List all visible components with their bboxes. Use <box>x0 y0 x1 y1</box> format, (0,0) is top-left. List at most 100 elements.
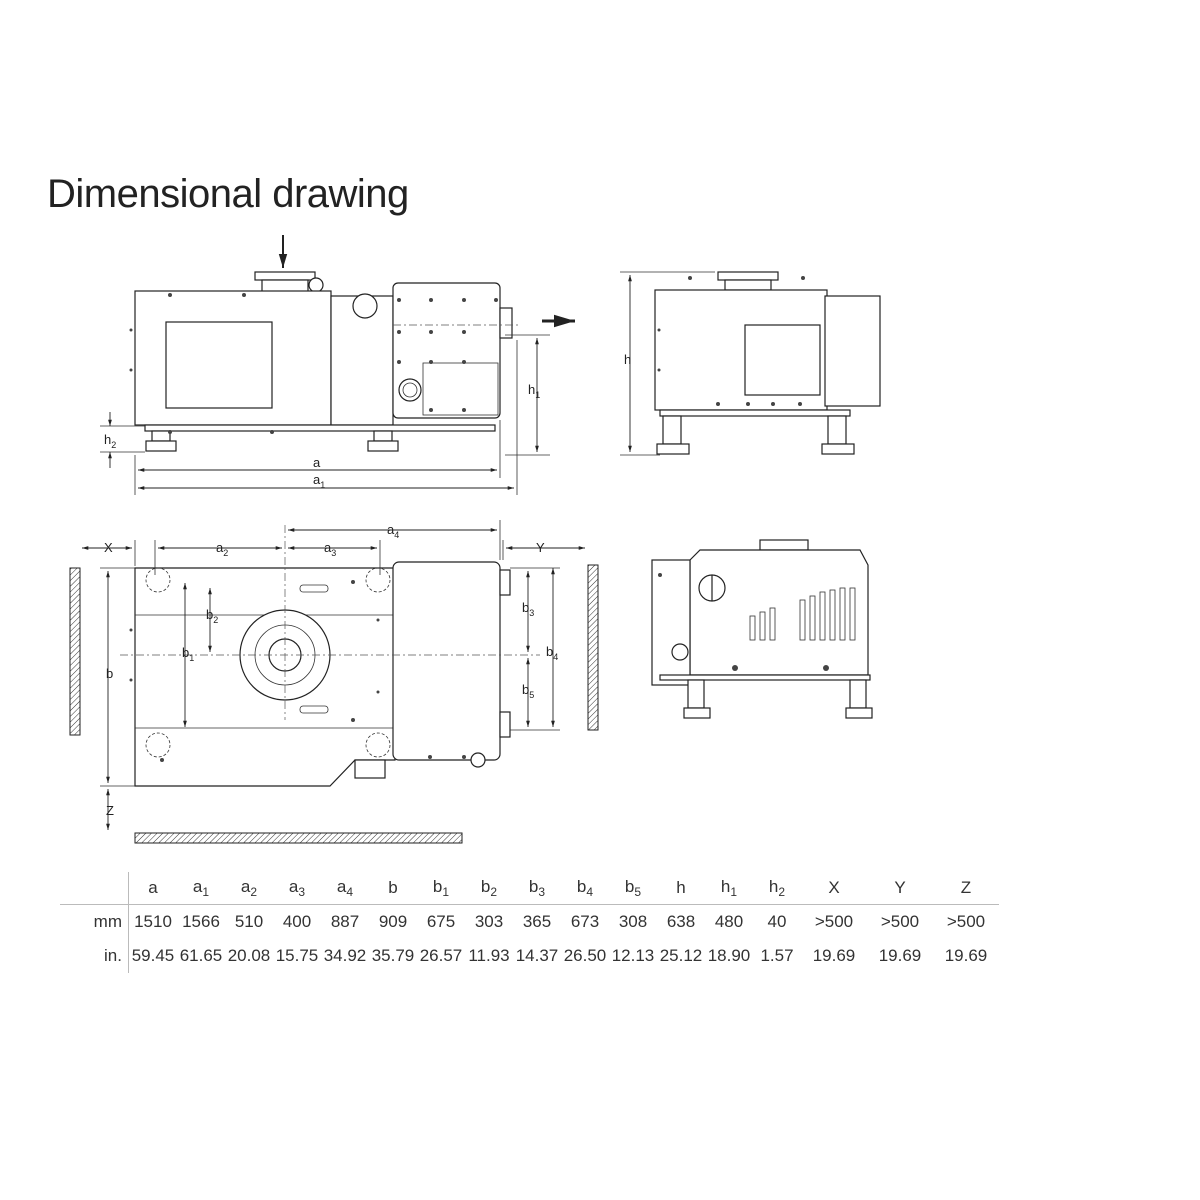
table-cell: 308 <box>609 904 657 939</box>
label-b5: b5 <box>522 682 534 700</box>
column-symbol: b <box>480 877 491 896</box>
label-b4: b4 <box>546 644 558 662</box>
label-h2: h2 <box>104 432 116 450</box>
table-cell: 673 <box>561 904 609 939</box>
table-cell: 303 <box>465 904 513 939</box>
table-cell: 638 <box>657 904 705 939</box>
column-symbol: a <box>240 877 251 896</box>
wall-bottom <box>134 832 463 844</box>
table-cell: 1.57 <box>760 946 794 965</box>
table-cell: 20.08 <box>227 946 271 965</box>
table-cell: 61.65 <box>179 946 223 965</box>
column-subscript: 4 <box>346 885 354 899</box>
label-b: b <box>106 666 113 681</box>
column-header: b4 <box>561 872 609 905</box>
column-header: a1 <box>177 872 225 905</box>
front-view: a a1 h1 h2 <box>100 235 575 495</box>
rear-view <box>651 539 873 719</box>
column-symbol: a <box>192 877 203 896</box>
column-header: b3 <box>513 872 561 905</box>
wall-left <box>69 567 81 736</box>
label-h: h <box>624 352 631 367</box>
side-panel <box>744 324 821 396</box>
foot <box>683 707 711 719</box>
table-cell: >500 <box>801 904 867 939</box>
label-h1: h1 <box>528 382 540 400</box>
column-header: b2 <box>465 872 513 905</box>
table-cell: 480 <box>705 904 753 939</box>
unit-label: mm <box>60 904 129 939</box>
motor-housing-top <box>392 561 501 761</box>
table-cell: 18.90 <box>707 946 751 965</box>
column-subscript: 5 <box>634 885 642 899</box>
column-header: X <box>801 872 867 905</box>
column-symbol: a <box>336 877 347 896</box>
table-cell: >500 <box>933 904 999 939</box>
pump-body-rear <box>689 549 869 676</box>
column-header: a <box>129 872 178 905</box>
motor-housing <box>392 282 501 419</box>
label-b3: b3 <box>522 600 534 618</box>
table-cell: 11.93 <box>468 946 510 965</box>
table-cell: 35.79 <box>371 946 415 965</box>
wall-right <box>587 564 599 731</box>
corner-cell <box>60 872 129 905</box>
table-cell: 34.92 <box>323 946 367 965</box>
foot <box>821 443 855 455</box>
label-Y: Y <box>536 540 545 555</box>
label-a: a <box>313 455 321 470</box>
column-header: b5 <box>609 872 657 905</box>
column-header: a3 <box>273 872 321 905</box>
column-symbol: h <box>676 878 686 897</box>
column-symbol: b <box>576 877 587 896</box>
table-cell: 26.57 <box>419 946 463 965</box>
column-symbol: b <box>624 877 635 896</box>
side-view: h <box>620 271 881 456</box>
column-symbol: Y <box>894 878 906 897</box>
label-b2: b2 <box>206 607 218 625</box>
label-a2: a2 <box>216 540 228 558</box>
table-cell: 1566 <box>177 904 225 939</box>
label-a4: a4 <box>387 522 399 540</box>
table-cell: 26.50 <box>563 946 607 965</box>
column-symbol: h <box>720 877 731 896</box>
table-cell: >500 <box>867 904 933 939</box>
inlet-flange <box>254 271 316 281</box>
table-cell: 19.69 <box>944 946 988 965</box>
column-subscript: 2 <box>490 885 498 899</box>
dimensional-drawing: a a1 h1 h2 h <box>69 235 881 844</box>
column-subscript: 2 <box>250 885 258 899</box>
column-header: a4 <box>321 872 369 905</box>
top-view: X a2 a3 a4 Y b b1 b2 b3 b4 b5 Z <box>69 520 599 844</box>
column-symbol: h <box>768 877 779 896</box>
table-cell: 887 <box>321 904 369 939</box>
table-cell: 19.69 <box>812 946 856 965</box>
column-header: h2 <box>753 872 801 905</box>
page-title: Dimensional drawing <box>47 172 409 216</box>
column-subscript: 1 <box>202 885 210 899</box>
column-subscript: 1 <box>442 885 450 899</box>
table-cell: 510 <box>225 904 273 939</box>
table-cell: 400 <box>273 904 321 939</box>
column-header: b <box>369 872 417 905</box>
table-cell: 59.45 <box>131 946 175 965</box>
table-cell: 15.75 <box>275 946 319 965</box>
column-symbol: b <box>388 878 398 897</box>
table-cell: 365 <box>513 904 561 939</box>
foot <box>656 443 690 455</box>
column-subscript: 3 <box>538 885 546 899</box>
table-cell: 40 <box>753 904 801 939</box>
foot <box>845 707 873 719</box>
column-subscript: 2 <box>778 885 786 899</box>
table-cell: 12.13 <box>611 946 655 965</box>
table-cell: 14.37 <box>515 946 559 965</box>
column-subscript: 3 <box>298 885 306 899</box>
table-cell: 25.12 <box>659 946 703 965</box>
column-header: h1 <box>705 872 753 905</box>
unit-label: in. <box>60 939 129 973</box>
table-cell: 1510 <box>128 904 177 939</box>
foot <box>145 440 177 452</box>
label-b1: b1 <box>182 645 194 663</box>
